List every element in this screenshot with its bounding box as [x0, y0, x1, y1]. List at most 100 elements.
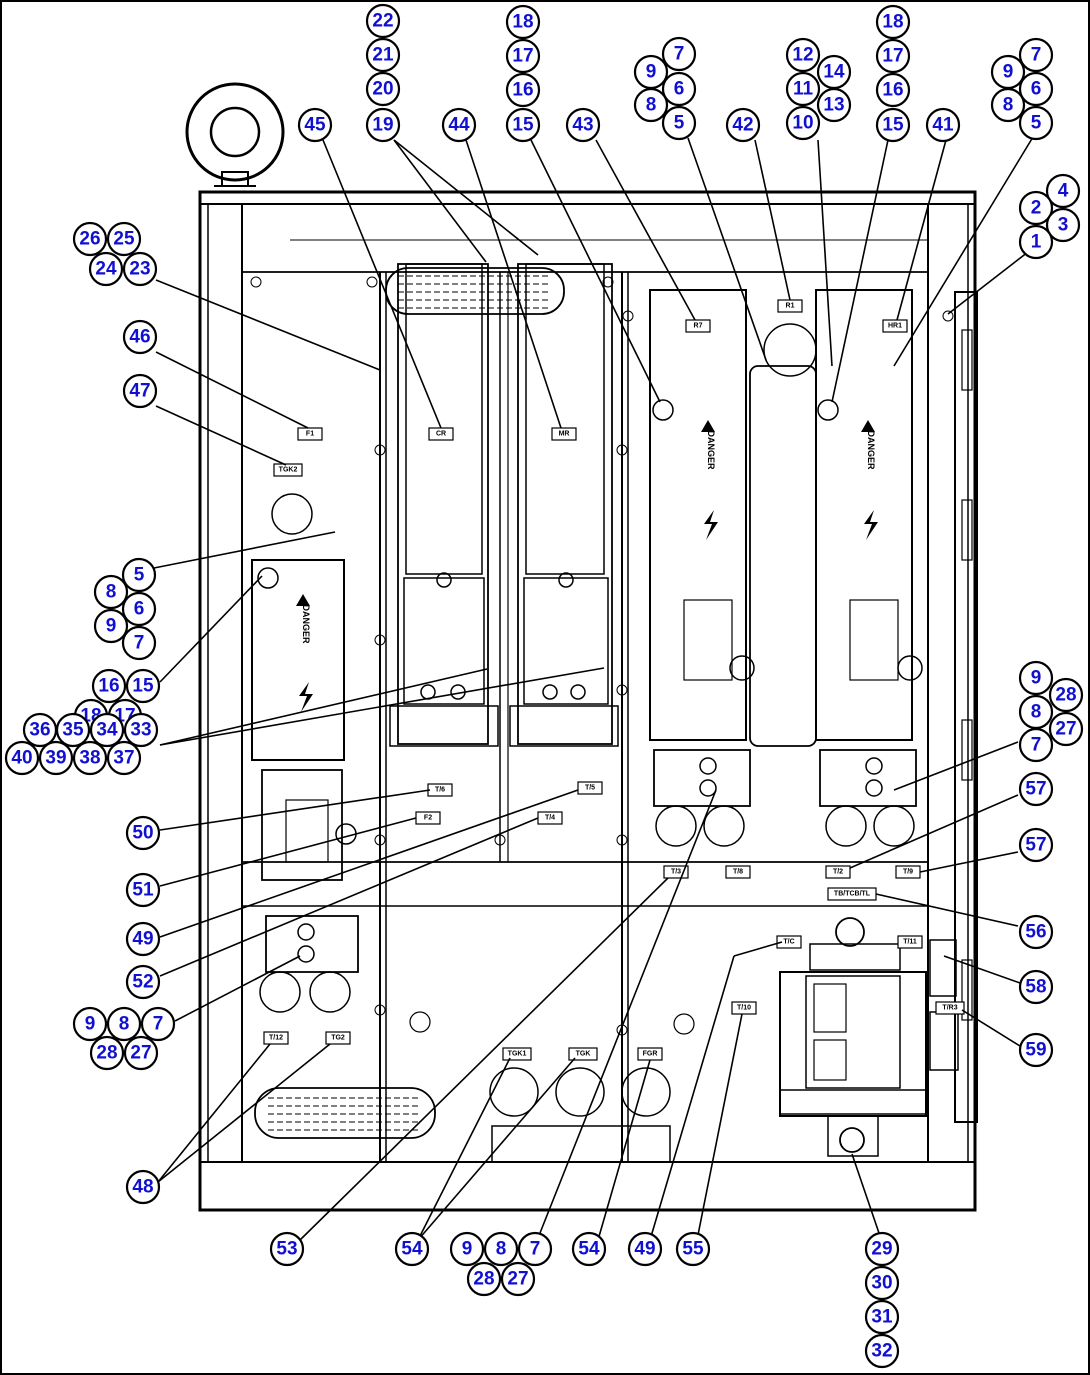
part-balloon-54: 54 — [394, 1231, 430, 1267]
tag-tgk2: TGK2 — [273, 463, 303, 477]
tag-tb: TB/TCB/TL — [827, 887, 877, 901]
svg-text:27: 27 — [130, 1043, 151, 1064]
svg-text:27: 27 — [1055, 719, 1076, 740]
svg-text:8: 8 — [496, 1239, 507, 1260]
svg-text:54: 54 — [578, 1239, 600, 1260]
svg-text:T/C: T/C — [783, 939, 794, 946]
part-balloon-28: 28 — [1048, 677, 1084, 713]
svg-text:TB/TCB/TL: TB/TCB/TL — [834, 891, 871, 898]
part-balloon-16: 16 — [875, 72, 911, 108]
part-balloon-17: 17 — [875, 38, 911, 74]
part-balloon-56: 56 — [1018, 914, 1054, 950]
svg-text:7: 7 — [530, 1239, 541, 1260]
part-balloon-1: 1 — [1018, 224, 1054, 260]
svg-text:50: 50 — [132, 823, 153, 844]
part-balloon-9: 9 — [72, 1006, 108, 1042]
part-balloon-39: 39 — [38, 740, 74, 776]
part-balloon-51: 51 — [125, 872, 161, 908]
part-balloon-27: 27 — [123, 1035, 159, 1071]
part-balloon-46: 46 — [122, 319, 158, 355]
svg-text:8: 8 — [646, 95, 657, 116]
top-vent — [385, 267, 565, 315]
part-balloon-3: 3 — [1045, 207, 1081, 243]
svg-text:25: 25 — [113, 229, 135, 250]
svg-text:1: 1 — [1031, 232, 1042, 253]
part-balloon-55: 55 — [675, 1231, 711, 1267]
part-balloon-10: 10 — [785, 105, 821, 141]
part-balloon-6: 6 — [661, 71, 697, 107]
part-balloon-5: 5 — [1018, 105, 1054, 141]
part-balloon-18: 18 — [875, 4, 911, 40]
tag-tgk1: TGK1 — [502, 1047, 532, 1061]
svg-text:TGK1: TGK1 — [508, 1051, 527, 1058]
svg-text:44: 44 — [448, 115, 470, 136]
part-balloon-6: 6 — [121, 591, 157, 627]
svg-text:29: 29 — [871, 1239, 892, 1260]
svg-text:35: 35 — [62, 720, 84, 741]
svg-text:37: 37 — [113, 748, 134, 769]
part-balloon-36: 36 — [22, 712, 58, 748]
part-balloon-43: 43 — [565, 107, 601, 143]
part-balloon-5: 5 — [661, 105, 697, 141]
part-balloon-57: 57 — [1018, 771, 1054, 807]
tag-tgk: TGK — [568, 1047, 598, 1061]
part-balloon-30: 30 — [864, 1265, 900, 1301]
svg-text:T/10: T/10 — [737, 1005, 751, 1012]
tag-fgr: FGR — [637, 1047, 663, 1061]
part-balloon-17: 17 — [505, 38, 541, 74]
danger-label-center: DANGER — [701, 420, 718, 540]
svg-text:8: 8 — [106, 582, 117, 603]
part-balloon-33: 33 — [123, 712, 159, 748]
svg-text:28: 28 — [96, 1043, 117, 1064]
svg-text:56: 56 — [1025, 922, 1046, 943]
tag-r7: R7 — [685, 319, 711, 333]
svg-text:6: 6 — [674, 79, 685, 100]
svg-text:T/8: T/8 — [733, 869, 743, 876]
svg-text:39: 39 — [45, 748, 66, 769]
svg-text:9: 9 — [1031, 668, 1042, 689]
svg-text:12: 12 — [792, 45, 813, 66]
part-balloon-42: 42 — [725, 107, 761, 143]
part-balloon-52: 52 — [125, 964, 161, 1000]
svg-text:CR: CR — [436, 431, 446, 438]
part-balloon-9: 9 — [1018, 660, 1054, 696]
part-balloon-57: 57 — [1018, 827, 1054, 863]
svg-text:TG2: TG2 — [331, 1035, 345, 1042]
svg-text:3: 3 — [1058, 215, 1069, 236]
part-balloon-29: 29 — [864, 1231, 900, 1267]
svg-text:27: 27 — [507, 1269, 528, 1290]
part-balloon-27: 27 — [500, 1261, 536, 1297]
tag-t10: T/10 — [731, 1001, 757, 1015]
part-balloon-58: 58 — [1018, 969, 1054, 1005]
svg-text:23: 23 — [129, 259, 150, 280]
svg-text:57: 57 — [1025, 779, 1046, 800]
part-balloon-5: 5 — [121, 557, 157, 593]
svg-text:43: 43 — [572, 115, 593, 136]
part-balloon-45: 45 — [297, 107, 333, 143]
svg-text:22: 22 — [372, 11, 393, 32]
part-balloon-31: 31 — [864, 1299, 900, 1335]
part-balloon-47: 47 — [122, 373, 158, 409]
part-balloon-41: 41 — [925, 107, 961, 143]
part-balloon-49: 49 — [125, 921, 161, 957]
part-balloon-28: 28 — [89, 1035, 125, 1071]
svg-text:5: 5 — [1031, 113, 1042, 134]
tag-f1: F1 — [297, 427, 323, 441]
part-balloon-28: 28 — [466, 1261, 502, 1297]
svg-text:49: 49 — [132, 929, 153, 950]
svg-text:13: 13 — [823, 95, 844, 116]
part-balloon-34: 34 — [89, 712, 125, 748]
part-balloon-8: 8 — [1018, 694, 1054, 730]
leader-lines — [153, 136, 1034, 1241]
part-balloon-8: 8 — [106, 1006, 142, 1042]
part-balloon-23: 23 — [122, 251, 158, 287]
svg-text:F1: F1 — [306, 431, 314, 438]
part-balloon-2: 2 — [1018, 190, 1054, 226]
part-balloon-13: 13 — [816, 87, 852, 123]
svg-text:T/12: T/12 — [269, 1035, 283, 1042]
part-balloon-44: 44 — [441, 107, 477, 143]
svg-text:31: 31 — [871, 1307, 893, 1328]
